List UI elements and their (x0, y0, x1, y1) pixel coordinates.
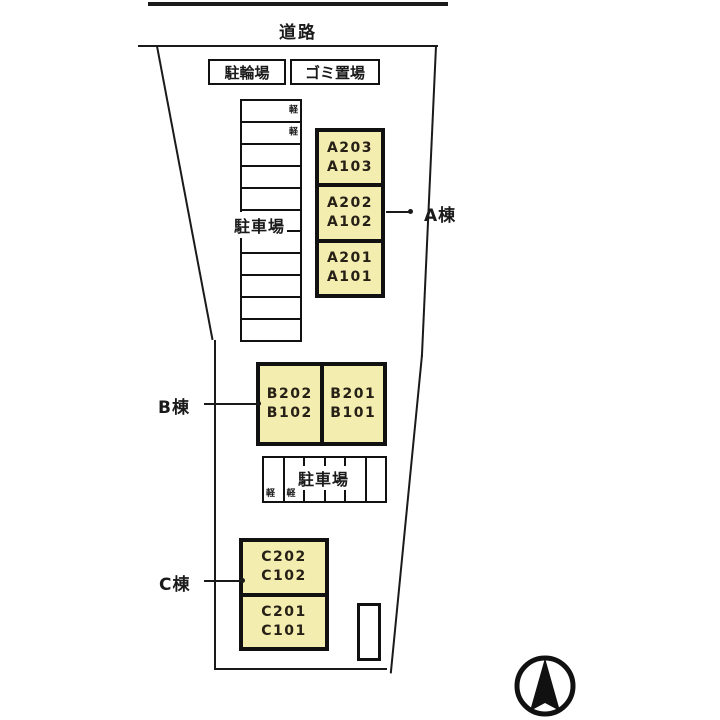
unit-lower-label: C101 (261, 622, 307, 639)
parking-stall (242, 296, 300, 319)
unit-upper-label: A202 (326, 195, 374, 212)
parking-stall (242, 318, 300, 340)
parking-stall: 軽 (264, 458, 283, 501)
building-c-leader-line (204, 580, 243, 582)
parking-stall (242, 164, 300, 187)
building-b-leader-line (204, 403, 260, 405)
building-b: B202 B102 B201 B101 (256, 362, 387, 446)
unit-upper-label: A203 (326, 139, 374, 156)
parking-stall (242, 142, 300, 165)
road-boundary-line (148, 2, 448, 6)
building-a: A203 A103 A202 A102 A201 A101 (315, 128, 385, 298)
unit-lower-label: A101 (326, 269, 374, 286)
bicycle-parking-label: 駐輪場 (224, 63, 270, 82)
unit-upper-label: C201 (261, 603, 307, 620)
unit-c202-c102: C202 C102 (243, 542, 325, 593)
building-b-label: B棟 (158, 398, 190, 418)
unit-lower-label: B102 (266, 405, 313, 421)
unit-lower-label: C102 (261, 568, 307, 585)
unit-upper-label: A201 (326, 250, 374, 267)
parking-stall (242, 252, 300, 275)
site-boundary-right-lower (389, 354, 423, 674)
unit-upper-label: B201 (330, 386, 377, 403)
unit-b201-b101: B201 B101 (323, 366, 383, 442)
unit-upper-label: B202 (266, 386, 313, 403)
site-boundary-top (138, 45, 438, 47)
building-a-label: A棟 (424, 206, 457, 226)
unit-a202-a102: A202 A102 (319, 187, 381, 239)
unit-lower-label: A102 (326, 213, 374, 230)
garbage-area-label: ゴミ置場 (304, 63, 365, 82)
parking-stall (242, 274, 300, 297)
kei-marker: 軽 (288, 127, 298, 138)
road-label: 道路 (279, 23, 317, 43)
building-c-label: C棟 (159, 575, 191, 595)
north-arrow-icon (500, 655, 590, 717)
building-b-leader-dot (256, 401, 261, 406)
kei-marker: 軽 (266, 489, 276, 499)
site-boundary-left-upper (156, 46, 214, 341)
building-c: C202 C102 C201 C101 (239, 538, 329, 651)
unit-lower-label: B101 (330, 405, 377, 421)
unit-a201-a101: A201 A101 (319, 242, 381, 294)
parking-lot-lower-label: 駐車場 (296, 466, 352, 490)
building-a-leader-line (386, 211, 410, 213)
parking-stall (242, 186, 300, 209)
building-a-leader-dot (408, 209, 413, 214)
parking-stall-single (357, 603, 381, 661)
bicycle-parking-box: 駐輪場 (208, 59, 286, 85)
unit-b202-b102: B202 B102 (260, 366, 320, 442)
site-boundary-bottom (214, 668, 387, 670)
unit-lower-label: A103 (326, 158, 374, 175)
parking-stall: 軽 (242, 101, 300, 121)
unit-upper-label: C202 (261, 549, 307, 566)
parking-stall: 軽 (242, 120, 300, 143)
parking-stall (364, 458, 385, 501)
kei-marker: 軽 (286, 489, 296, 499)
parking-lot-upper-label: 駐車場 (232, 212, 288, 238)
unit-a203-a103: A203 A103 (319, 132, 381, 184)
building-c-leader-dot (240, 578, 245, 583)
kei-marker: 軽 (288, 105, 298, 116)
unit-c201-c101: C201 C101 (243, 596, 325, 647)
garbage-area-box: ゴミ置場 (290, 59, 380, 85)
site-boundary-left-lower (214, 340, 216, 670)
